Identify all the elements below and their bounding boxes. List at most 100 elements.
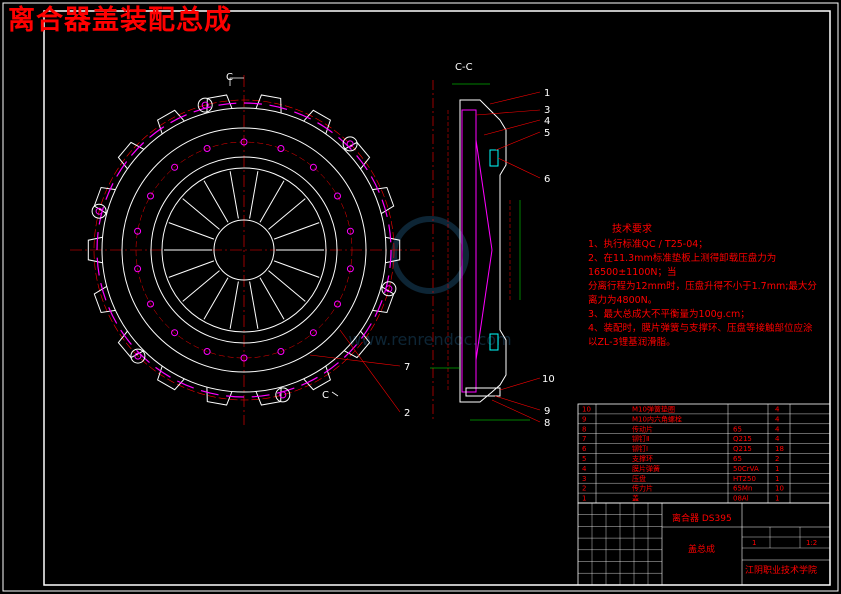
rivet [334,192,341,200]
bom-cell-name: M10弹簧垫圈 [632,405,675,414]
bom-cell-name: 铆钉Ⅰ [632,444,648,453]
strap-ring-segment [96,257,100,276]
strap-ring-segment [226,395,245,398]
cover-lobe [117,330,145,359]
bom-cell-no: 9 [582,415,586,423]
cover-lobes [87,94,401,406]
leader-8 [491,399,541,423]
title-block: 离合器 DS395 盖总成 1:2 1 江阴职业技术学院 [577,502,831,586]
bom-cell-name: 传动片 [632,424,653,433]
strap-ring-segment [384,275,390,294]
cover-lobe [255,94,282,113]
cover-lobe [372,186,395,215]
tech-req-line: 2、在11.3mm标准垫板上测得卸载压盘力为 [588,252,776,264]
bom-cell-qty: 10 [775,485,784,493]
rivet [277,348,285,355]
bolt-hole [381,281,397,297]
tb-scale: 1:2 [806,539,817,547]
rivet [240,138,248,146]
section-mark-bottom [331,391,339,397]
bom-cell-material: 50CrVA [733,465,759,473]
diaphragm-finger-slot [273,260,320,278]
diaphragm-lower [475,249,493,361]
bom-cell-qty: 1 [775,475,779,483]
callout-9: 9 [544,406,550,417]
tb-sheet: 1 [752,539,756,547]
cover-lobe [87,236,103,264]
hub-circle [213,219,275,281]
tech-req-line: 分离行程为12mm时，压盘升得不小于1.7mm;最大分 [588,280,817,292]
strap-ring-segment [136,349,150,364]
tb-assembly: 盖总成 [688,543,715,555]
bolt-hole-inner [201,101,209,109]
watermark-text: www.renrendoc.com [348,330,511,349]
rivet [334,300,341,308]
bom-cell-no: 5 [582,455,586,463]
rivet-upper [489,149,499,167]
diaphragm-finger-slot [249,281,259,329]
strap-ring-segment [108,307,118,324]
tech-req-line: 以ZL-3锂基润滑脂。 [588,336,676,348]
rivet [309,163,317,171]
strap-ring-segment [120,329,132,345]
cover-lobe [93,285,116,314]
technical-requirements: 技术要求 1、执行标准QC / T25-04； 2、在11.3mm标准垫板上测得… [588,222,817,348]
front-view: C C 7 2 [70,72,420,425]
strap-ring-segment [251,394,270,398]
bom-cell-no: 10 [582,406,591,414]
bom-cell-qty: 4 [775,406,780,414]
diaphragm-finger-slot [268,270,306,302]
cover-lobe [156,365,185,391]
rivet [203,348,211,355]
strap-ring-segment [200,390,219,396]
diaphragm-outer [150,156,338,344]
section-view: C-C 1 3 4 5 [430,62,555,429]
strap-ring-segment [276,387,295,394]
bom-cell-qty: 1 [775,495,779,503]
cover-lobe [117,141,145,170]
bom-cell-name: 压盘 [632,474,646,483]
strap-ring-segment [130,142,145,156]
strap-ring-segment [389,249,392,268]
bom-cell-material: Q215 [733,435,752,443]
drawing-title: 离合器盖装配总成 [8,5,232,36]
rivet [171,329,179,337]
diaphragm-finger-slot [182,198,220,230]
strap-ring-segment [170,114,187,124]
strap-ring-segment [338,136,352,151]
pressure-plate [461,109,477,393]
diaphragm-finger-slot [268,198,306,230]
strap-ring-segment [381,199,388,218]
strap-ring-segment [218,102,237,106]
bom-cell-name: 传力片 [632,484,653,493]
strap-ring-segment [193,106,212,113]
rivet-lower [489,333,499,351]
section-view-label: C-C [455,62,473,73]
diaphragm-finger-slot [229,171,239,219]
tech-req-line: 1、执行标准QC / T25-04； [588,238,708,250]
callout-2: 2 [404,408,410,419]
rivet-pitch-circle [135,141,353,359]
cover-lobe [255,387,282,406]
cover-lobe [372,285,395,314]
inner-border [43,10,831,586]
bom-cell-qty: 18 [775,445,784,453]
section-mark-top [229,77,244,86]
leader-7 [309,354,401,367]
strap-ring-segment [323,362,339,374]
bolt-hole-inner [134,352,142,360]
bom-cell-name: 盖 [632,494,639,503]
cover-profile [459,99,507,403]
tech-req-line: 4、装配时，膜片弹簧与支撑环、压盘等接触部位应涂 [588,322,813,334]
bom-cell-material: HT250 [733,475,756,483]
tech-req-heading: 技术要求 [612,222,652,235]
bom-cell-name: M10内六角螺栓 [632,414,682,423]
callout-5: 5 [544,128,550,139]
rivet [277,145,285,152]
rivet [171,163,179,171]
cover-lobe [206,387,233,406]
section-mark-top-label: C [226,72,233,83]
strap-ring-segment [155,366,171,378]
diaphragm-finger-slot [168,222,215,240]
